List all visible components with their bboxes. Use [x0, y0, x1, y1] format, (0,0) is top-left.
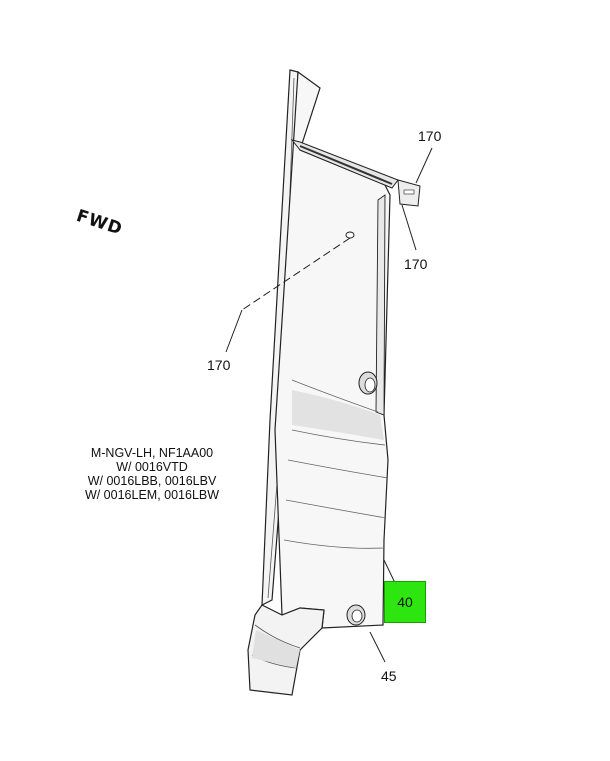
- lower-trim-shade: [252, 630, 300, 668]
- note-line-3: W/ 0016LBB, 0016LBV: [87, 474, 217, 488]
- panel-contour-4: [285, 499, 387, 519]
- upper-hole: [345, 231, 355, 239]
- callout-40: 40: [397, 594, 413, 610]
- note-line-2: W/ 0016VTD: [116, 460, 188, 474]
- clip-170-slot: [403, 189, 415, 195]
- lower-trim-contour-1: [254, 624, 301, 649]
- mid-grommet-inner: [364, 377, 376, 393]
- callout-45: 45: [381, 668, 397, 684]
- callout-40-highlight[interactable]: 40: [384, 581, 426, 623]
- leader-left-fastener-tail: [225, 309, 243, 353]
- leader-40: [383, 559, 397, 586]
- applicability-note: M-NGV-LH, NF1AA00 W/ 0016VTD W/ 0016LBB,…: [72, 446, 232, 502]
- panel-contour-3: [287, 459, 389, 479]
- callout-170-top: 170: [418, 128, 442, 144]
- leader-45: [369, 631, 386, 663]
- note-line-4: W/ 0016LEM, 0016LBW: [84, 488, 220, 502]
- panel-contour-5: [283, 539, 385, 549]
- panel-shade-band: [292, 390, 384, 440]
- panel-right-flange: [375, 194, 386, 416]
- leader-left-fastener: [241, 237, 351, 311]
- callout-170-left: 170: [207, 357, 231, 373]
- leader-top-right: [415, 147, 433, 184]
- callout-170-clip: 170: [404, 256, 428, 272]
- leader-right-clip: [401, 204, 417, 251]
- note-line-1: M-NGV-LH, NF1AA00: [90, 446, 214, 460]
- lower-grommet-inner: [351, 609, 363, 623]
- panel-contour-1: [291, 379, 379, 413]
- panel-contour-2: [291, 429, 386, 446]
- panel-top-groove: [299, 145, 393, 185]
